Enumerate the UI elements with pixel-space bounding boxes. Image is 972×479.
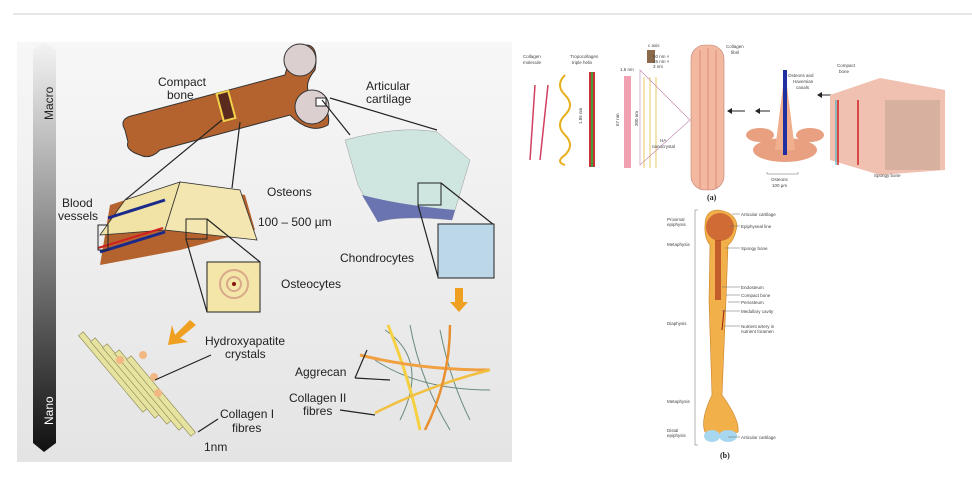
collagen-molecule-label-2: molecule — [523, 60, 542, 65]
ha-label: HA — [660, 138, 666, 143]
tropocollagen-label: Tropocollagen — [570, 54, 599, 59]
collagen-i-label-2: fibres — [232, 421, 261, 435]
collagen-ii-aggrecan-network — [359, 324, 491, 431]
figure-b-long-bone: Proximal epiphysis Metaphysis Diaphysis … — [667, 209, 776, 460]
epiphyseal-line-label: Epiphyseal line — [741, 224, 772, 229]
collagen-i-label: Collagen I — [220, 407, 274, 421]
spongy-bone-a-label: Spongy bone — [874, 173, 901, 178]
nutrient-artery-label: Nutrient artery in — [741, 324, 775, 329]
metaphysis-bottom-label: Metaphysis — [667, 399, 691, 404]
down-arrow-left — [168, 320, 196, 345]
osteons-label: Osteons — [267, 185, 312, 199]
size-range-label: 100 – 500 µm — [258, 215, 332, 229]
figure-a-bone-structure: Collagen molecule Tropocollagen triple h… — [523, 43, 945, 202]
hydroxyapatite-label-2: crystals — [225, 347, 266, 361]
osteons-canals-label-2: Haversian — [793, 79, 814, 84]
aggrecan-label: Aggrecan — [295, 365, 346, 379]
c-axis-label: c axis — [648, 43, 660, 48]
osteons-canals-label: Osteons and — [788, 73, 814, 78]
endosteum-label: Endosteum — [741, 285, 764, 290]
ha-label-2: nanocrystal — [652, 144, 675, 149]
collagen-ii-label: Collagen II — [289, 391, 346, 405]
articular-cartilage-label-2: cartilage — [366, 92, 412, 106]
hydroxyapatite-label: Hydroxyapatite — [205, 334, 285, 348]
figure-a-caption: (a) — [707, 193, 717, 202]
nutrient-artery-label-2: nutrient foramen — [741, 329, 774, 334]
compact-bone-label: Compact — [158, 75, 207, 89]
collagen-molecule-label: Collagen — [523, 54, 541, 59]
diaphysis-label: Diaphysis — [667, 321, 687, 326]
crystal-size-label-2: 25 nm × — [653, 59, 670, 64]
distal-epiphysis-label-2: epiphysis — [667, 433, 687, 438]
articular-cartilage-bottom-label: Articular cartilage — [741, 435, 776, 440]
down-arrow-right — [450, 288, 468, 312]
fibril-label: Collagen — [726, 44, 744, 49]
compact-bone-label-2: bone — [167, 88, 194, 102]
collagen-fibril — [690, 44, 725, 191]
compact-bone-block — [97, 181, 258, 265]
nano-label: Nano — [42, 396, 56, 425]
macro-label: Macro — [42, 86, 56, 120]
osteocytes-label: Osteocytes — [281, 277, 341, 291]
left-figure-bone-hierarchy: Macro Nano Compact bone Articular cartil… — [17, 42, 512, 462]
cartilage-block — [344, 129, 495, 279]
length-label: 300 nm — [634, 111, 639, 126]
compact-bone-b-label: Compact bone — [741, 293, 771, 298]
medullary-cavity-label: Medullary cavity — [741, 309, 774, 314]
scale-1nm-label: 1nm — [204, 440, 227, 454]
crystal-size-label: 50 nm × — [653, 54, 670, 59]
articular-cartilage-top-label: Articular cartilage — [741, 212, 776, 217]
scale-arrow — [33, 42, 56, 452]
period-label: 67 nm — [615, 113, 620, 126]
blood-vessels-label-2: vessels — [58, 209, 98, 223]
tropocollagen-label-2: triple helix — [572, 60, 593, 65]
chondrocytes-label: Chondrocytes — [340, 251, 414, 265]
osteons-canals-label-3: canals — [796, 85, 810, 90]
periosteum-label: Periosteum — [741, 300, 764, 305]
collagen-i-fibres — [78, 331, 196, 437]
blood-vessels-label: Blood — [62, 196, 93, 210]
pitch-label: 1.86 nm — [578, 107, 583, 124]
fibril-label-2: fibril — [731, 50, 739, 55]
spongy-bone-b-label: Spongy bone — [741, 246, 768, 251]
compact-bone-a-label: Compact — [837, 63, 856, 68]
width-1-5nm-label: 1.5 nm — [620, 67, 634, 72]
femur-illustration — [122, 43, 330, 158]
articular-cartilage-label: Articular — [366, 79, 410, 93]
proximal-epiphysis-label-2: epiphysis — [667, 222, 687, 227]
collagen-ii-label-2: fibres — [303, 404, 332, 418]
osteons-100um-label-2: 100 µm — [772, 183, 787, 188]
osteons-100um-label: Osteons — [771, 177, 789, 182]
compact-bone-a-label-2: bone — [839, 69, 850, 74]
proximal-epiphysis-label: Proximal — [667, 217, 685, 222]
figure-b-caption: (b) — [720, 451, 730, 460]
crystal-size-label-3: 3 nm — [653, 64, 663, 69]
metaphysis-top-label: Metaphysis — [667, 242, 691, 247]
distal-epiphysis-label: Distal — [667, 428, 678, 433]
